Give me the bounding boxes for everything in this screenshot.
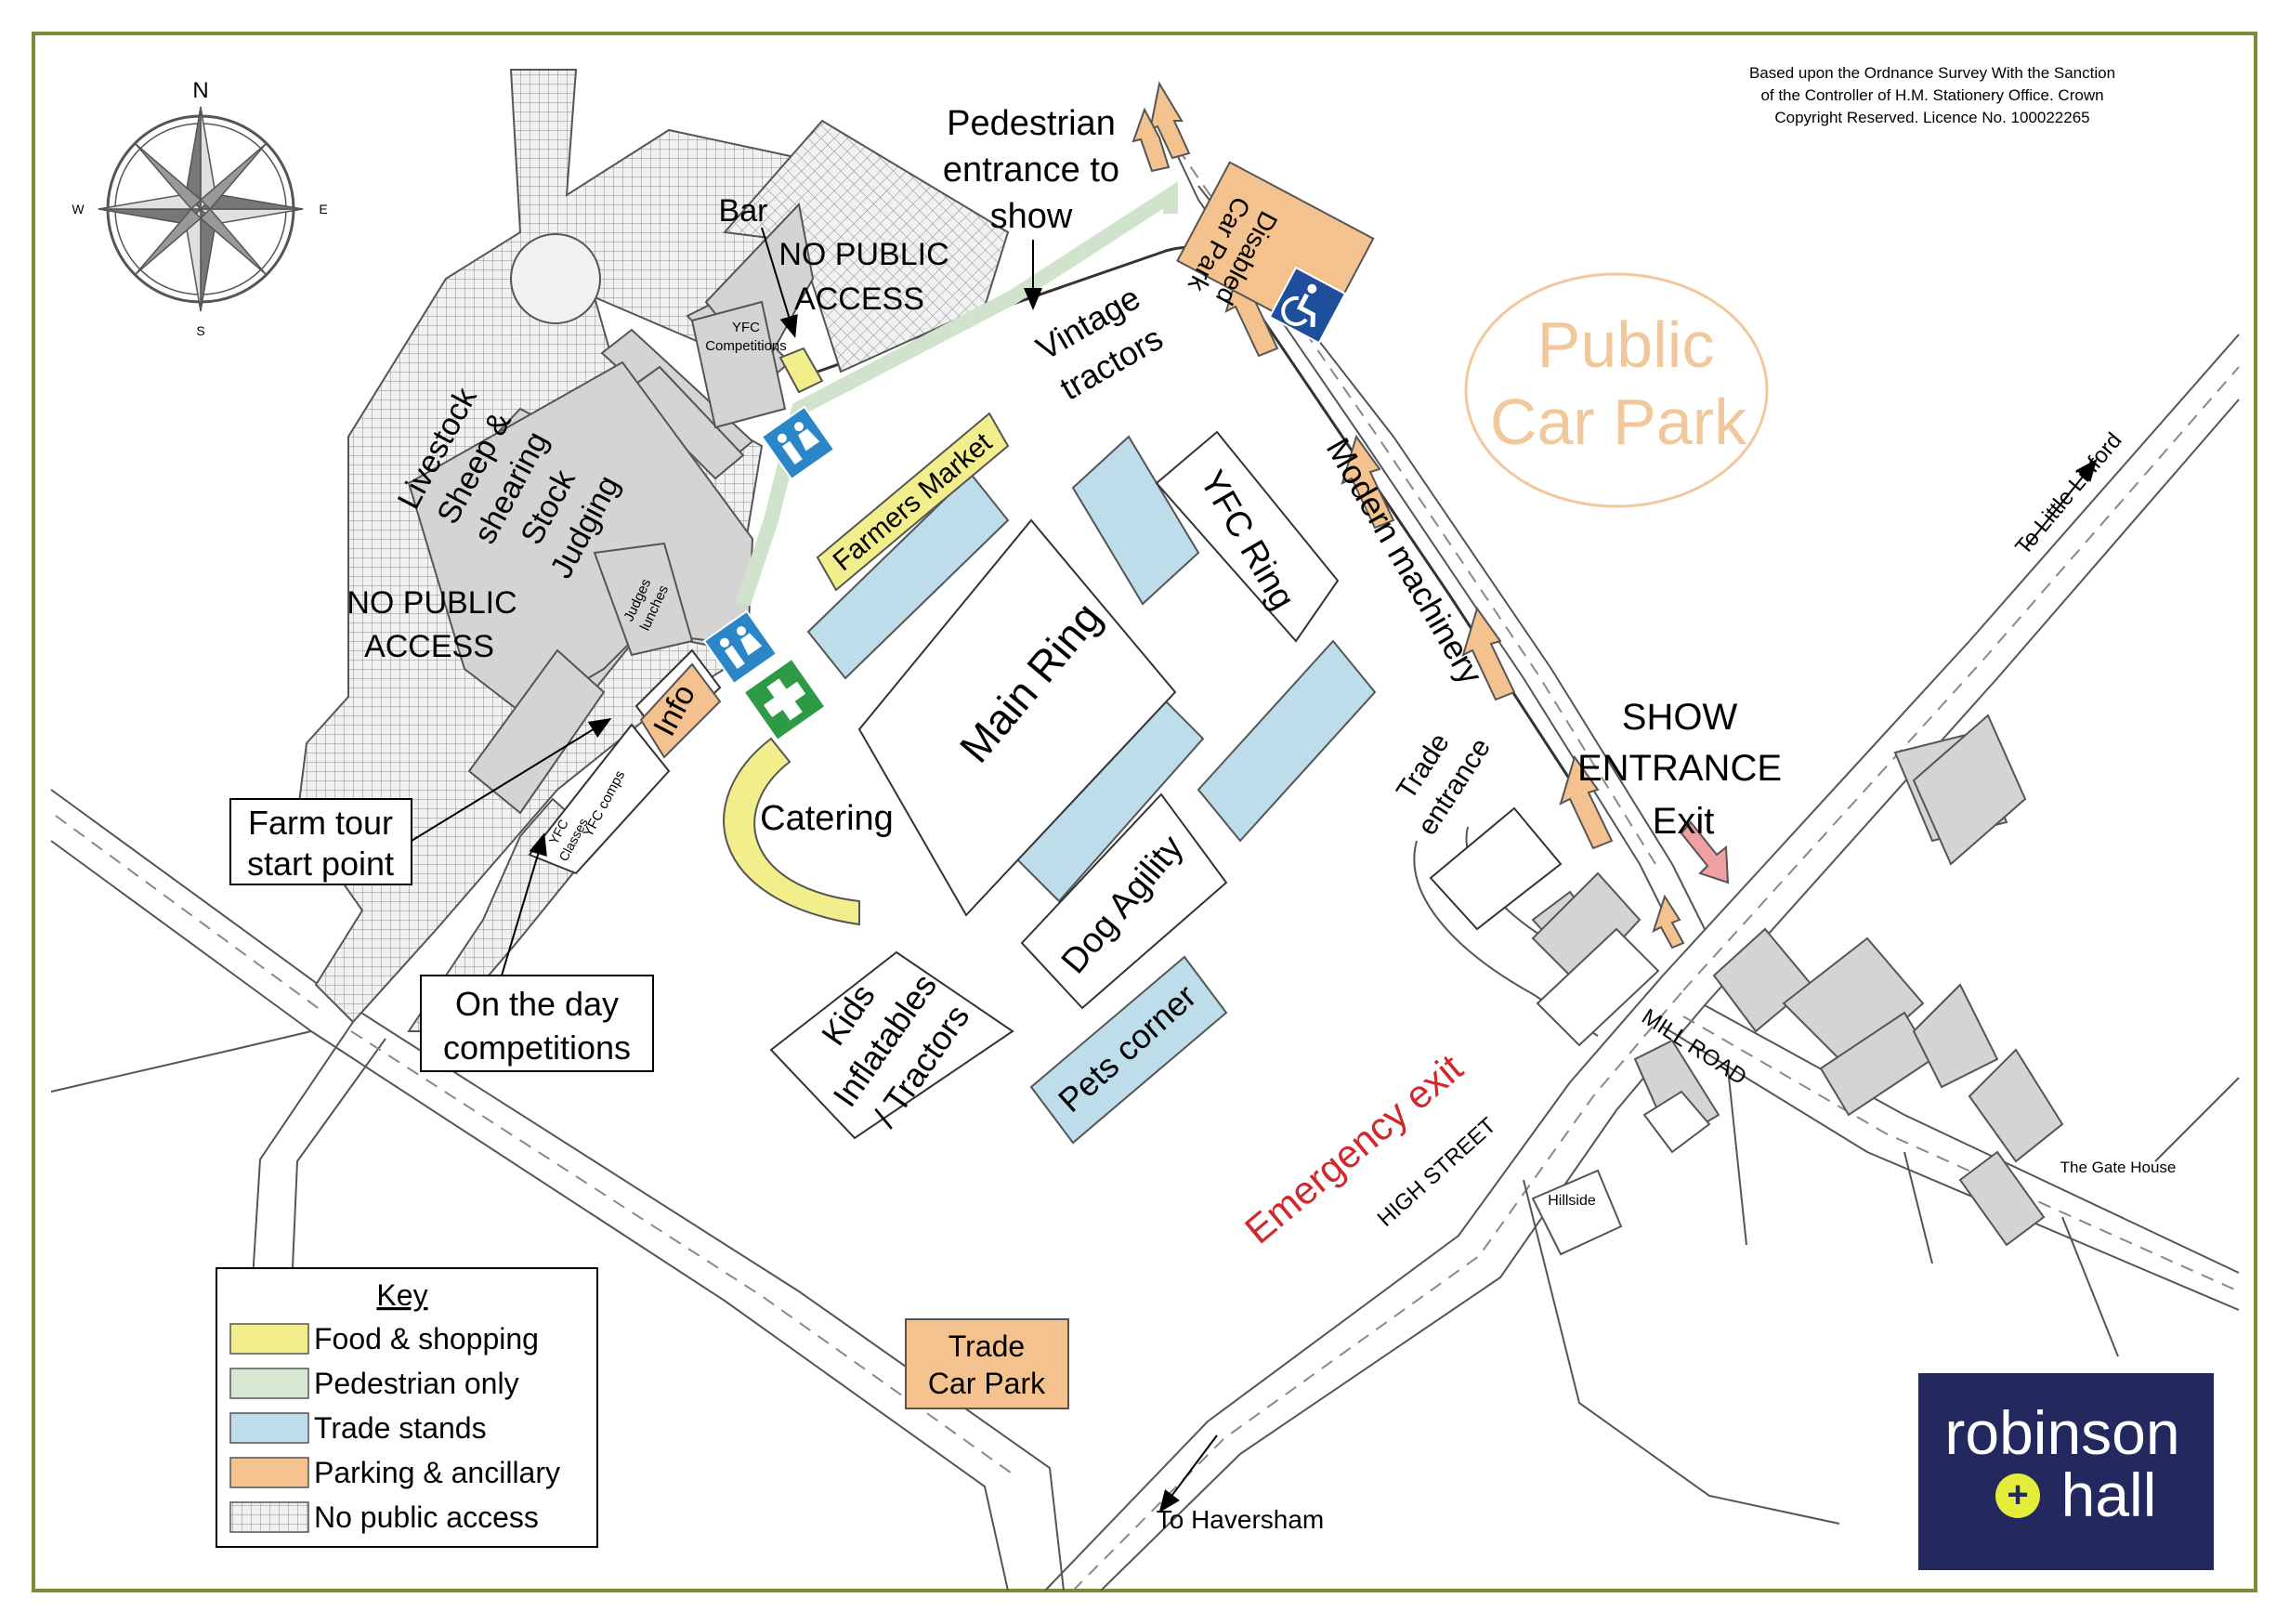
compass-rose-icon: N S E W (72, 78, 327, 338)
farm-tour-pointer (411, 717, 612, 842)
bar-pointer (761, 227, 798, 338)
logo-plus-circle (1995, 1473, 2040, 1518)
compass-n: N (192, 78, 208, 103)
svg-text:NO PUBLIC: NO PUBLIC (778, 237, 948, 272)
svg-text:On the day: On the day (455, 985, 619, 1023)
on-the-day-callout: On the day competitions (420, 975, 654, 1072)
key-swatch-parking (229, 1457, 309, 1488)
public-car-park-label: Public (1537, 308, 1715, 381)
trade-stands (806, 435, 1377, 1145)
farmers-market (816, 412, 1010, 592)
main-ring (857, 518, 1177, 917)
exit-label: Exit (1653, 801, 1715, 842)
key-title: Key (376, 1278, 427, 1312)
village-buildings (1531, 714, 2064, 1247)
svg-text:ENTRANCE: ENTRANCE (1577, 748, 1782, 789)
to-haversham-label: To Haversham (1157, 1505, 1325, 1534)
show-entrance-label: SHOW ENTRANCE (1577, 697, 1782, 789)
svg-text:Based upon the Ordnance Survey: Based upon the Ordnance Survey With the … (1749, 64, 2115, 82)
public-car-park (1464, 272, 1769, 508)
dog-agility-area (1020, 792, 1228, 1010)
hillside-label: Hillside (1548, 1193, 1596, 1209)
no-public-access-top: NO PUBLIC ACCESS (778, 237, 948, 317)
farm-tour-callout: Farm tour start point (229, 798, 412, 885)
compass-s: S (196, 323, 204, 338)
key-label-trade: Trade stands (314, 1411, 487, 1445)
pedestrian-entrance-label: Pedestrian entrance to show (943, 104, 1119, 236)
catering-label: Catering (760, 799, 894, 838)
svg-text:Competitions: Competitions (705, 338, 787, 354)
svg-text:Pedestrian: Pedestrian (947, 104, 1116, 143)
pedestrian-path (736, 181, 1178, 607)
toilets-icon (760, 405, 836, 481)
exit-arrow (1680, 820, 1730, 884)
bar-stall (778, 347, 824, 394)
svg-text:start point: start point (247, 845, 394, 883)
key-swatch-trade (229, 1412, 309, 1444)
svg-text:SHOW: SHOW (1622, 697, 1738, 738)
hillside-house (1531, 1169, 1623, 1256)
yfc-competitions-label: YFC Competitions (705, 320, 787, 354)
catering-arc (723, 737, 860, 926)
yfc-competitions-building (690, 300, 787, 429)
gate-house-label: The Gate House (2060, 1159, 2177, 1176)
public-car-park-label-2: Car Park (1490, 386, 1747, 458)
logo-plus: + (2007, 1474, 2028, 1515)
grey-shed-left (467, 648, 606, 815)
on-the-day-pointer (501, 832, 547, 976)
haversham-arrow (1158, 1434, 1218, 1513)
no-public-access-left: NO PUBLIC ACCESS (347, 585, 517, 664)
key-swatch-no-access (229, 1501, 309, 1533)
info-box (639, 662, 722, 759)
trade-car-park: Trade Car Park (905, 1318, 1069, 1409)
svg-text:Trade: Trade (948, 1329, 1025, 1363)
key-label-parking: Parking & ancillary (314, 1456, 560, 1489)
compass-w: W (72, 202, 85, 216)
svg-text:show: show (990, 197, 1073, 236)
key-swatch-food (229, 1323, 309, 1355)
yfc-comps-area (528, 723, 671, 875)
svg-text:competitions: competitions (443, 1028, 631, 1067)
key-label-pedestrian: Pedestrian only (314, 1367, 519, 1400)
svg-text:of the Controller of H.M. Stat: of the Controller of H.M. Stationery Off… (1760, 86, 2103, 104)
svg-text:ACCESS: ACCESS (364, 629, 494, 664)
compass-e: E (319, 202, 327, 216)
logo-robinson: robinson (1944, 1398, 2179, 1467)
robinson-hall-logo: robinson + hall (1918, 1373, 2214, 1570)
kids-area (769, 950, 1014, 1140)
svg-text:Copyright Reserved. Licence No: Copyright Reserved. Licence No. 10002226… (1774, 109, 2089, 126)
key-swatch-pedestrian (229, 1368, 309, 1399)
yfc-ring-area (1155, 430, 1340, 643)
key-label-no-access: No public access (314, 1500, 539, 1534)
svg-text:Car Park: Car Park (928, 1367, 1046, 1400)
trade-entrance-box (1429, 806, 1563, 931)
first-aid-icon (740, 656, 829, 743)
bar-label: Bar (719, 193, 768, 229)
svg-text:YFC: YFC (732, 320, 760, 335)
silo (510, 233, 601, 324)
key-label-food: Food & shopping (314, 1322, 539, 1356)
logo-hall: hall (2061, 1460, 2157, 1529)
toilets-icon-2 (702, 609, 778, 686)
little-linford-arrow (2024, 458, 2098, 549)
wheelchair-icon (1268, 266, 1347, 345)
map-key: Key Food & shopping Pedestrian only Trad… (216, 1267, 598, 1548)
judges-lunches-building (593, 542, 694, 657)
svg-text:entrance to: entrance to (943, 151, 1119, 190)
svg-text:NO PUBLIC: NO PUBLIC (347, 585, 517, 621)
svg-text:ACCESS: ACCESS (794, 282, 924, 317)
svg-text:Farm tour: Farm tour (248, 804, 393, 842)
copyright-notice: Based upon the Ordnance Survey With the … (1749, 64, 2115, 126)
